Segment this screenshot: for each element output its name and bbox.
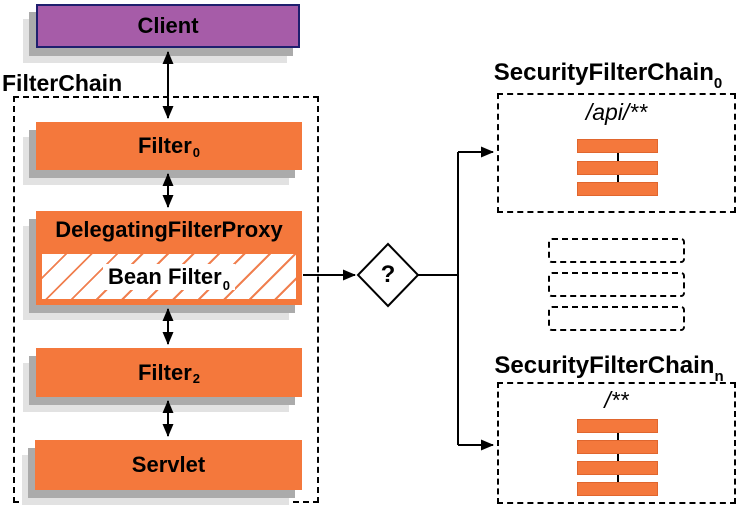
filter-bar bbox=[577, 139, 658, 153]
filter-bar bbox=[577, 461, 658, 475]
placeholder-chain-box bbox=[548, 238, 685, 263]
placeholder-chain-box bbox=[548, 272, 685, 297]
delegating-filter-proxy-box: DelegatingFilterProxy Bean Filter0 bbox=[36, 211, 302, 305]
security-filter-chain-0-subscript: 0 bbox=[713, 75, 723, 92]
filterchain-title: FilterChain bbox=[2, 70, 123, 96]
security-filter-chain-0-box: /api/** bbox=[497, 93, 736, 213]
filter-bar bbox=[577, 440, 658, 454]
decision-question-label: ? bbox=[380, 261, 396, 288]
servlet-box: Servlet bbox=[35, 440, 302, 490]
bean-filter-box: Bean Filter0 bbox=[39, 251, 299, 302]
security-filter-chain-n-filters bbox=[577, 419, 658, 496]
security-filter-chain-n-pattern: /** bbox=[604, 387, 629, 413]
security-filter-chain-0-title: SecurityFilterChain0 bbox=[493, 59, 723, 92]
security-filter-chain-0-filters bbox=[577, 139, 658, 196]
servlet-label: Servlet bbox=[131, 452, 206, 477]
security-filter-chain-0-pattern: /api/** bbox=[585, 99, 648, 125]
security-filter-chain-n-subscript: n bbox=[714, 368, 724, 385]
placeholder-chains bbox=[548, 238, 685, 331]
client-box: Client bbox=[36, 4, 300, 48]
filter0-label: Filter bbox=[137, 133, 192, 158]
filter-bar bbox=[577, 419, 658, 433]
placeholder-chain-box bbox=[548, 306, 685, 331]
filter-bar bbox=[577, 160, 658, 175]
filter2-subscript: 2 bbox=[192, 371, 201, 386]
delegating-filter-proxy-label: DelegatingFilterProxy bbox=[55, 217, 283, 242]
security-filter-chain-n-title: SecurityFilterChainn bbox=[494, 352, 724, 385]
filter0-subscript: 0 bbox=[192, 144, 201, 160]
filter2-label: Filter bbox=[137, 359, 192, 385]
filter-bar bbox=[577, 182, 658, 196]
security-filter-chain-n-box: /** bbox=[497, 382, 736, 504]
client-label: Client bbox=[137, 13, 199, 38]
filter-bar bbox=[577, 482, 658, 496]
bean-filter-label: Bean Filter0 bbox=[103, 263, 235, 293]
bean-filter-subscript: 0 bbox=[222, 277, 230, 293]
